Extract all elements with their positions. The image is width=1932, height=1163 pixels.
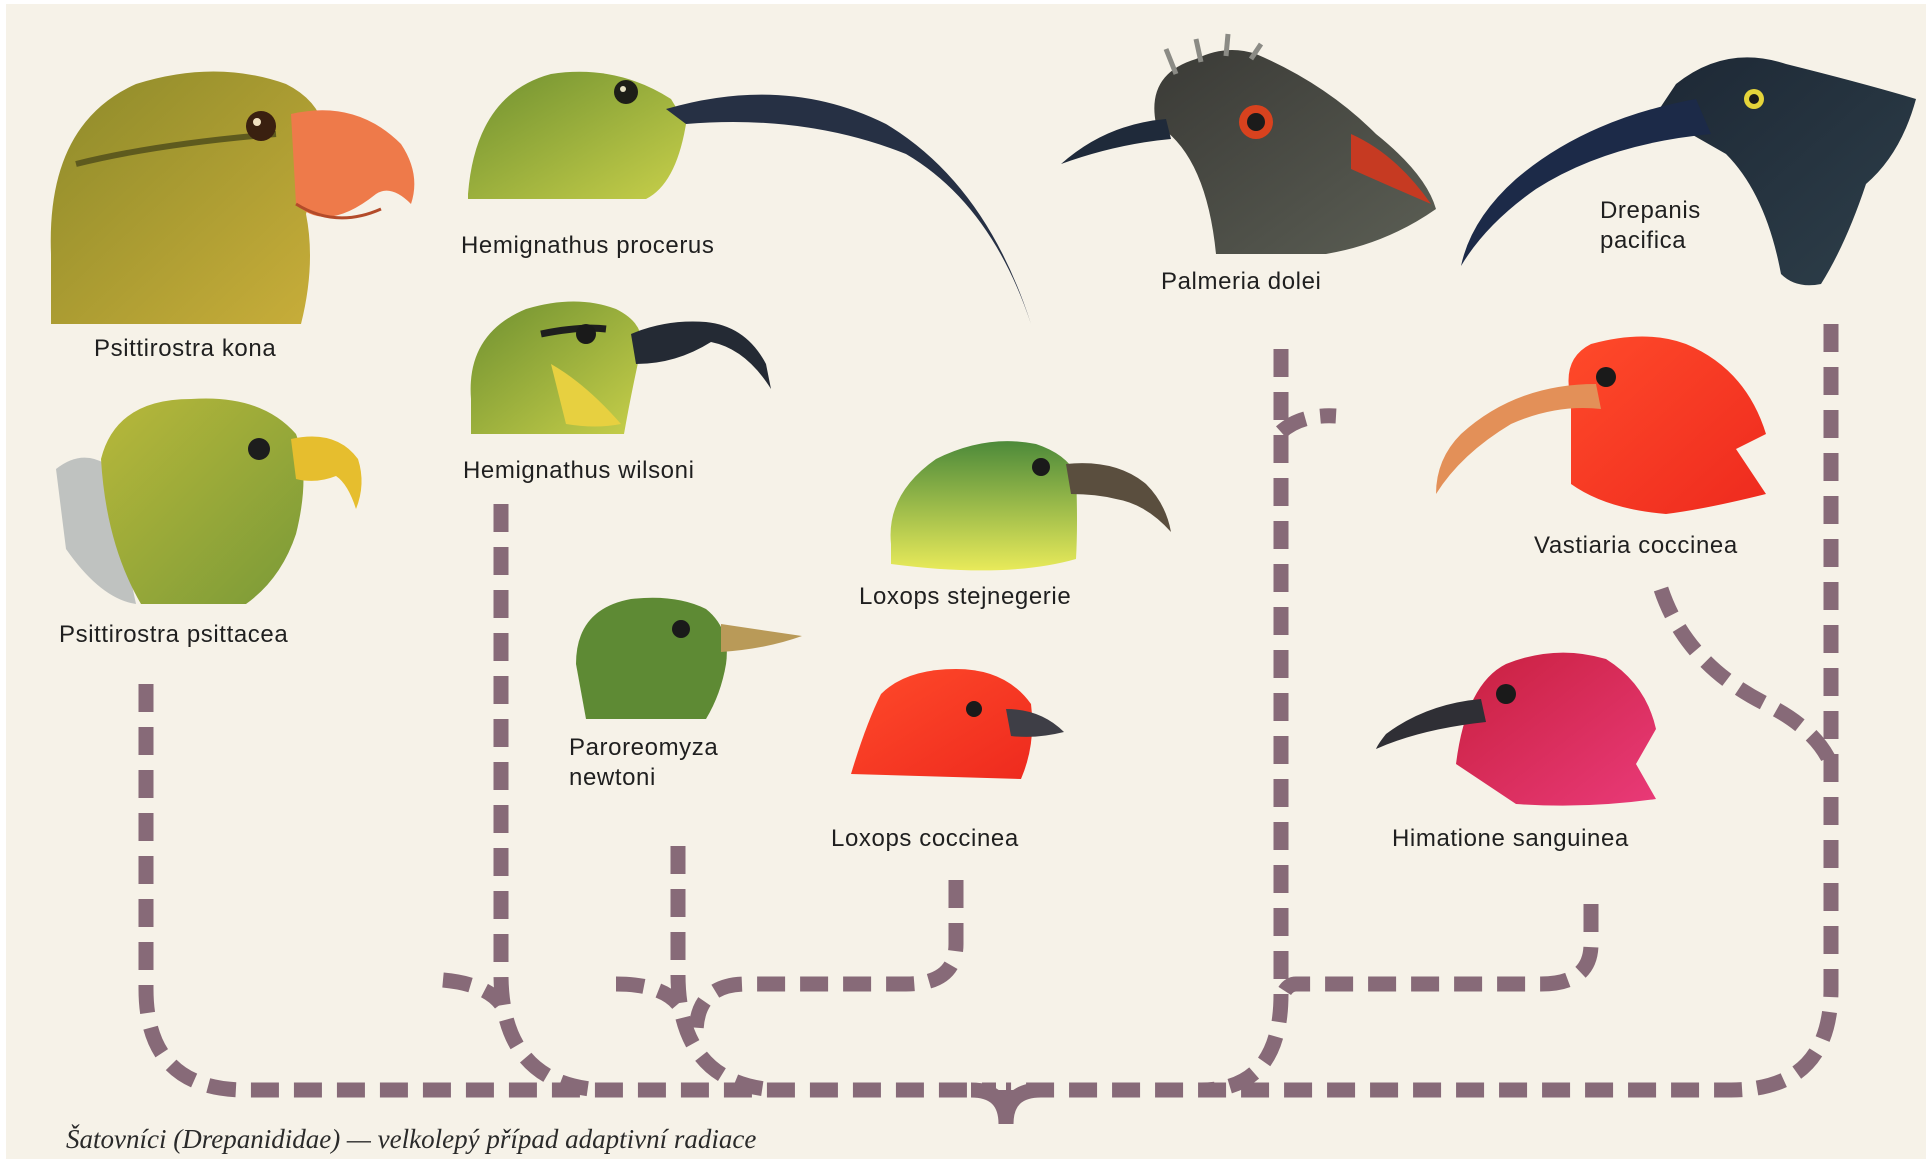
label-hemignathus-procerus: Hemignathus procerus	[461, 231, 714, 261]
label-loxops-coccinea: Loxops coccinea	[831, 824, 1019, 854]
label-vastiaria-coccinea: Vastiaria coccinea	[1534, 531, 1738, 561]
label-himatione-sanguinea: Himatione sanguinea	[1392, 824, 1629, 854]
loxops-coccinea-head-icon	[851, 669, 1064, 779]
hemignathus-procerus-head-icon	[468, 72, 1031, 324]
psittirostra-psittacea-head-icon	[56, 398, 362, 604]
figure-caption: Šatovníci (Drepanididae) — velkolepý pří…	[66, 1124, 756, 1155]
paroreomyza-newtoni-head-icon	[576, 598, 802, 719]
palmeria-dolei-head-icon	[1061, 34, 1436, 254]
label-hemignathus-wilsoni: Hemignathus wilsoni	[463, 456, 695, 486]
label-psittirostra-psittacea: Psittirostra psittacea	[59, 620, 288, 650]
illustration-plate: Psittirostra kona Hemignathus procerus P…	[6, 4, 1926, 1159]
loxops-stejnegerie-head-icon	[891, 441, 1171, 570]
psittirostra-kona-head-icon	[51, 72, 415, 325]
vastiaria-coccinea-head-icon	[1436, 337, 1766, 515]
label-paroreomyza-newtoni: Paroreomyza newtoni	[569, 733, 718, 793]
label-psittirostra-kona: Psittirostra kona	[94, 334, 276, 364]
label-loxops-stejnegerie: Loxops stejnegerie	[859, 582, 1071, 612]
himatione-sanguinea-head-icon	[1376, 653, 1656, 806]
label-drepanis-pacifica: Drepanis pacifica	[1600, 196, 1701, 256]
label-palmeria-dolei: Palmeria dolei	[1161, 267, 1321, 297]
hemignathus-wilsoni-head-icon	[471, 302, 771, 435]
